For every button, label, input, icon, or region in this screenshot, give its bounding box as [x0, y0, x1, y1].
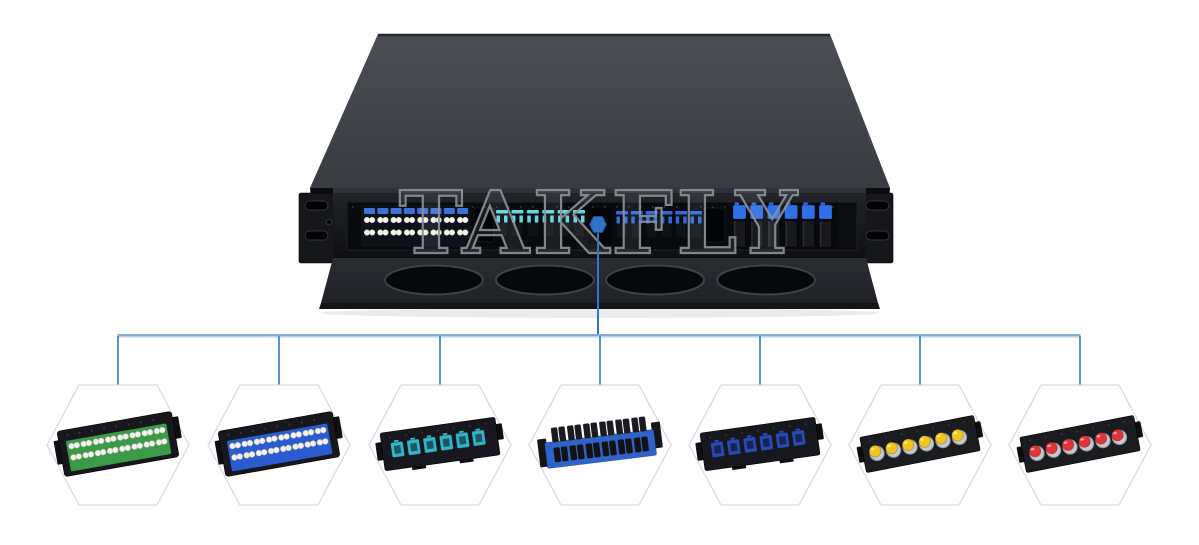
mounting-slot: [865, 200, 890, 211]
option-hexagon-fc-red: [1008, 384, 1152, 506]
blank-slot: [838, 205, 856, 247]
option-hexagon-lc-apc-green: [46, 384, 190, 506]
cable-tray-flange: [319, 258, 880, 309]
oval-cutout: [605, 264, 705, 296]
oval-cutout: [495, 264, 595, 296]
option-hexagon-lc-upc-blue: [207, 384, 351, 506]
panel-shadow: [320, 308, 880, 318]
option-hexagon-st-yellow: [848, 384, 992, 506]
panel-top: [310, 34, 890, 188]
mounting-hole: [325, 218, 333, 226]
option-hexagons: [46, 384, 1152, 506]
location-marker-icon: [588, 216, 608, 233]
rack-ear-left: [298, 192, 337, 264]
blank-keystone: [704, 207, 726, 243]
option-hexagon-sc-duplex-blue: [528, 384, 672, 506]
oval-cutout: [716, 264, 816, 296]
lc-white-ports: [361, 205, 471, 247]
oval-cutout: [384, 264, 484, 296]
mounting-slot: [304, 200, 329, 211]
blank-keystone: [473, 207, 495, 243]
option-hexagon-lc-aqua: [368, 384, 512, 506]
option-hexagon-sc-simplex-blue: [688, 384, 832, 506]
rack-panel: TAKFLY: [298, 33, 894, 318]
panel-face-bezel: [333, 188, 866, 193]
mounting-slot: [865, 230, 890, 241]
connector-bus: [117, 334, 1081, 338]
connector-tree: [117, 216, 1081, 387]
mounting-slot: [304, 230, 329, 241]
